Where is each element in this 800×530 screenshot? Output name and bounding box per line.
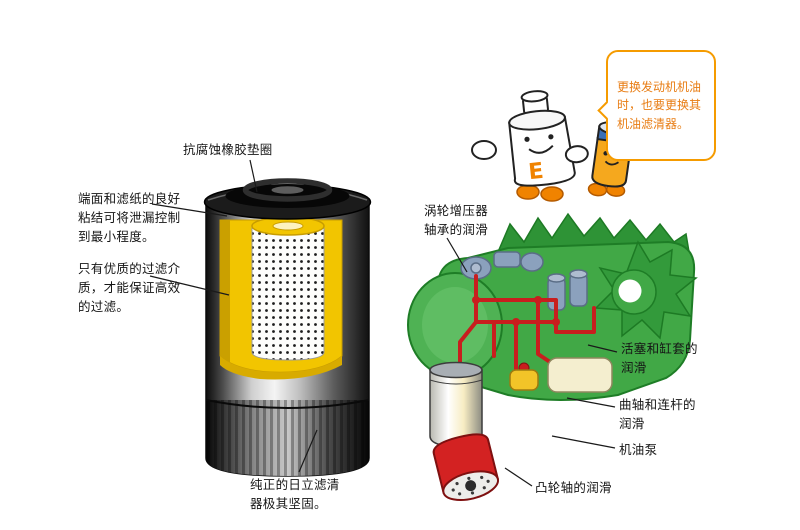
- note-media: 只有优质的过滤介 质，才能保证高效 的过滤。: [78, 261, 181, 314]
- mounted-oil-filter: [429, 361, 483, 447]
- can-logo-letter: E: [527, 159, 545, 185]
- left-boot: [516, 184, 540, 200]
- label-oil-pump: 机油泵: [619, 442, 658, 457]
- left-glove: [471, 140, 497, 160]
- engine-body: [407, 212, 696, 401]
- right-eye: [548, 134, 554, 140]
- label-crankshaft-lubrication: 曲轴和连杆的 润滑: [619, 397, 696, 431]
- rubber-gasket: [242, 178, 333, 202]
- engine-fan: [594, 240, 698, 340]
- right-glove: [564, 145, 589, 164]
- speech-text: 更换发动机机油 时，也要更换其 机油滤清器。: [617, 79, 702, 131]
- smile: [528, 144, 554, 154]
- note-seal: 端面和滤纸的良好 粘结可将泄漏控制 到最小程度。: [78, 191, 181, 244]
- engine-illustration: [407, 212, 698, 501]
- right-boot: [540, 186, 564, 202]
- label-camshaft-lubrication: 凸轮轴的润滑: [535, 480, 612, 495]
- red-filter-element: [432, 433, 500, 501]
- filter-element-paper: [251, 216, 325, 361]
- speech-bubble: 更换发动机机油 时，也要更换其 机油滤清器。: [597, 50, 716, 161]
- label-piston-lubrication: 活塞和缸套的 润滑: [621, 341, 698, 375]
- left-eye: [524, 136, 530, 142]
- label-turbo-lubrication: 涡轮增压器 轴承的润滑: [424, 203, 489, 237]
- label-gasket: 抗腐蚀橡胶垫圈: [183, 142, 273, 157]
- oil-pan: [547, 357, 613, 393]
- oil-passage-joints: [472, 296, 560, 326]
- oil-pump-part: [509, 362, 539, 391]
- note-sturdy: 纯正的日立滤清 器极其坚固。: [250, 477, 340, 511]
- filter-top-cap: [203, 178, 372, 220]
- fan-hub: [618, 279, 642, 303]
- filter-cutaway-illustration: [203, 178, 372, 477]
- oil-can-mascot: E: [471, 90, 589, 202]
